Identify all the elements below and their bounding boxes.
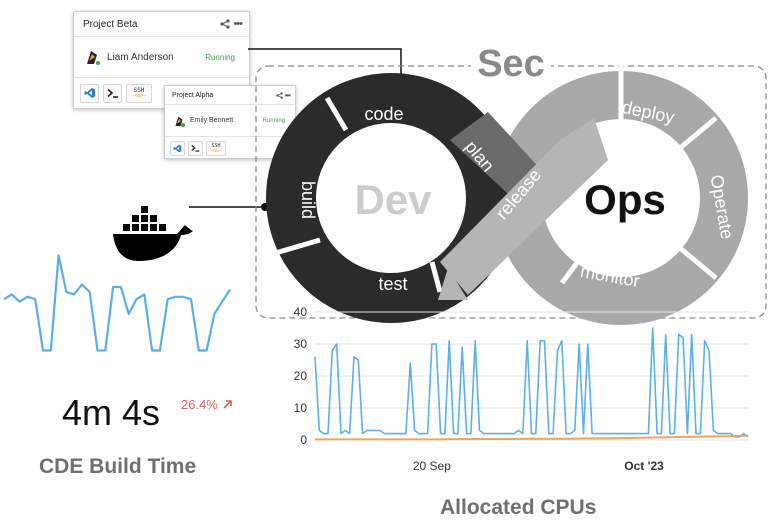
- x-tick-label: Oct '23: [624, 459, 664, 473]
- stage-test: test: [378, 274, 407, 294]
- delta-value: 26.4%: [181, 397, 218, 412]
- build-time-value: 4m 4s: [62, 392, 161, 433]
- docker-whale-logo: [113, 206, 193, 261]
- y-tick-label: 0: [300, 433, 307, 447]
- build-time-caption: CDE Build Time: [39, 455, 197, 478]
- vscode-icon[interactable]: [80, 83, 99, 103]
- ssh-button[interactable]: SSH -<o>-: [206, 140, 226, 156]
- y-tick-label: 30: [294, 337, 308, 351]
- status-badge: Running: [262, 117, 285, 124]
- more-options-icon[interactable]: •••: [284, 90, 291, 100]
- ssh-label: SSH: [133, 86, 145, 94]
- y-tick-label: 20: [294, 369, 308, 383]
- share-icon[interactable]: [220, 19, 231, 29]
- project-beta-tools: SSH -<o>-: [74, 78, 249, 108]
- terminal-icon[interactable]: [103, 83, 122, 103]
- avatar: [85, 49, 100, 65]
- share-icon[interactable]: [275, 91, 283, 99]
- allocated-cpus-chart: 0 10 20 30 40 20 Sep Oct '23: [294, 305, 749, 473]
- dev-loop: [266, 73, 516, 323]
- dev-label: Dev: [354, 176, 432, 223]
- project-alpha-user-row: Emily Bennett Running: [165, 105, 295, 137]
- more-options-icon[interactable]: •••: [233, 18, 243, 30]
- terminal-icon[interactable]: [188, 140, 203, 156]
- arrow-up-right-icon: [223, 400, 232, 409]
- ssh-button[interactable]: SSH -<o>-: [126, 83, 152, 103]
- project-beta-title: Project Beta: [83, 18, 138, 30]
- project-beta-user-row: Liam Anderson Running: [74, 37, 249, 78]
- ssh-key-icon: -<o>-: [209, 147, 223, 153]
- y-tick-label: 40: [294, 305, 308, 319]
- y-tick-label: 10: [294, 401, 308, 415]
- build-time-delta: 26.4%: [181, 397, 233, 412]
- avatar: [174, 115, 185, 127]
- release-band: [440, 118, 608, 295]
- cpu-caption: Allocated CPUs: [440, 496, 597, 519]
- project-alpha-card[interactable]: Project Alpha ••• Emily Bennett Running …: [164, 85, 296, 159]
- project-beta-header: Project Beta •••: [74, 12, 249, 37]
- ssh-label: SSH: [211, 142, 221, 149]
- project-alpha-tools: SSH -<o>-: [165, 137, 295, 158]
- stage-code: code: [364, 104, 403, 124]
- stage-build: build: [298, 181, 318, 219]
- ssh-key-icon: -<o>-: [131, 92, 147, 99]
- user-name: Emily Bennett: [190, 117, 234, 124]
- project-alpha-title: Project Alpha: [172, 91, 214, 99]
- build-time-sparkline: [3, 254, 231, 352]
- cpu-series-line: [314, 327, 749, 438]
- sec-label: Sec: [477, 43, 545, 85]
- sparkline-series: [3, 254, 231, 352]
- project-beta-card[interactable]: Project Beta ••• Liam Anderson Running S…: [73, 11, 250, 109]
- project-alpha-header: Project Alpha •••: [165, 86, 295, 105]
- x-tick-label: 20 Sep: [413, 459, 451, 473]
- user-name: Liam Anderson: [107, 51, 174, 63]
- status-badge: Running: [205, 52, 235, 62]
- vscode-icon[interactable]: [170, 140, 185, 156]
- ops-label: Ops: [584, 176, 666, 223]
- baseline-series-line: [315, 434, 749, 441]
